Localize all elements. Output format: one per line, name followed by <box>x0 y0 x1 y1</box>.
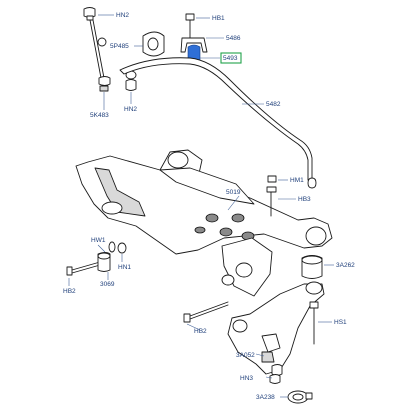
label-hb3: HB3 <box>298 196 311 203</box>
stabilizer-link <box>83 7 111 92</box>
label-5486: 5486 <box>226 35 241 42</box>
washer-hw1 <box>108 241 116 253</box>
subframe-5019 <box>75 149 333 297</box>
label-5493: 5493 <box>223 55 238 62</box>
label-5019: 5019 <box>226 189 241 196</box>
label-hm1: HM1 <box>290 177 304 184</box>
nut-hn3 <box>269 374 281 384</box>
nut-hn1 <box>117 242 127 254</box>
nut-hm1 <box>267 175 277 183</box>
stabilizer-bar-5482 <box>119 57 317 189</box>
label-hb2-left: HB2 <box>63 288 76 295</box>
label-hs1: HS1 <box>334 319 347 326</box>
nut-hn2-middle <box>125 70 137 91</box>
label-5482: 5482 <box>266 101 281 108</box>
label-3069: 3069 <box>100 281 115 288</box>
clamp-3a238 <box>287 390 313 404</box>
label-hn3: HN3 <box>240 375 253 382</box>
label-hn2-mid: HN2 <box>124 106 137 113</box>
label-hb2-center: HB2 <box>194 328 207 335</box>
callout-labels: HN2 5P485 5K483 HN2 HB1 5486 5493 5482 5… <box>63 12 355 401</box>
bolt-hb3 <box>266 186 277 217</box>
lower-control-arm <box>227 281 325 376</box>
bolt-hb2-left <box>66 261 101 276</box>
leader-lines <box>68 14 334 398</box>
highlight-box-5493 <box>220 52 242 64</box>
bracket-5486 <box>180 37 208 53</box>
label-hn2-top: HN2 <box>116 12 129 19</box>
bolt-hb1 <box>185 13 195 39</box>
label-3a262: 3A262 <box>336 262 355 269</box>
bolt-hb2-center <box>183 301 229 323</box>
bushing-3069 <box>97 252 111 272</box>
ball-joint-3a052 <box>261 351 275 363</box>
label-hn1: HN1 <box>118 264 131 271</box>
label-hw1: HW1 <box>91 237 106 244</box>
bolt-hs1 <box>309 301 319 345</box>
bushing-5p485 <box>142 31 165 57</box>
bushing-3a262 <box>301 255 323 279</box>
label-3a238: 3A238 <box>256 394 275 401</box>
label-hb1: HB1 <box>212 15 225 22</box>
label-5p485: 5P485 <box>110 43 129 50</box>
label-5k483: 5K483 <box>90 112 109 119</box>
label-3a052: 3A052 <box>236 352 255 359</box>
